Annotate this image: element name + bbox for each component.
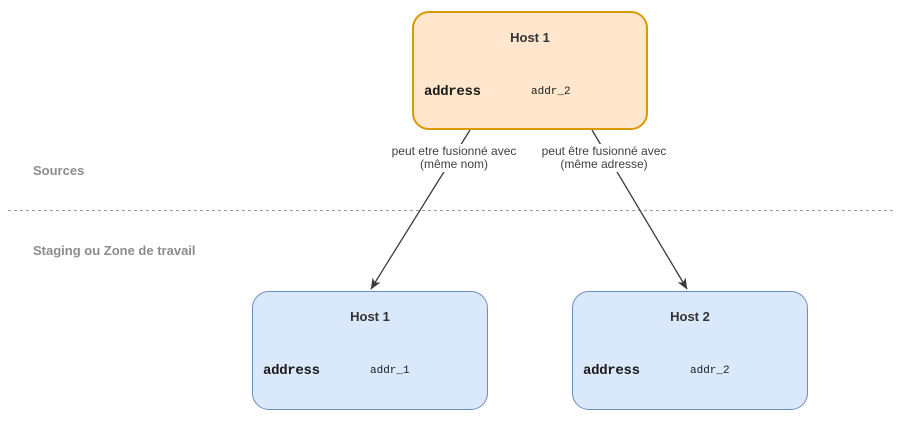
node-attr-value: addr_1	[370, 365, 410, 377]
edge-label-same-name: peut etre fusionné avec (même nom)	[389, 144, 519, 172]
node-staging-host2: Host 2 address addr_2	[572, 291, 808, 410]
node-staging-host1: Host 1 address addr_1	[252, 291, 488, 410]
node-attr-name: address	[263, 363, 320, 379]
edge-label-line2: (même nom)	[419, 157, 489, 171]
node-title: Host 1	[350, 309, 390, 324]
edge-label-line1: peut etre fusionné avec	[391, 144, 517, 158]
edge-label-same-address: peut être fusionné avec (même adresse)	[539, 144, 669, 172]
node-attr-name: address	[424, 84, 481, 100]
node-attr-name: address	[583, 363, 640, 379]
node-attr-value: addr_2	[531, 86, 571, 98]
node-title: Host 1	[510, 30, 550, 45]
zone-label-staging: Staging ou Zone de travail	[33, 243, 196, 258]
node-attr-value: addr_2	[690, 365, 730, 377]
node-source-host1: Host 1 address addr_2	[412, 11, 648, 130]
zone-label-sources: Sources	[33, 163, 85, 178]
node-title: Host 2	[670, 309, 710, 324]
edge-label-line1: peut être fusionné avec	[541, 144, 667, 158]
edge-label-line2: (même adresse)	[560, 157, 648, 171]
